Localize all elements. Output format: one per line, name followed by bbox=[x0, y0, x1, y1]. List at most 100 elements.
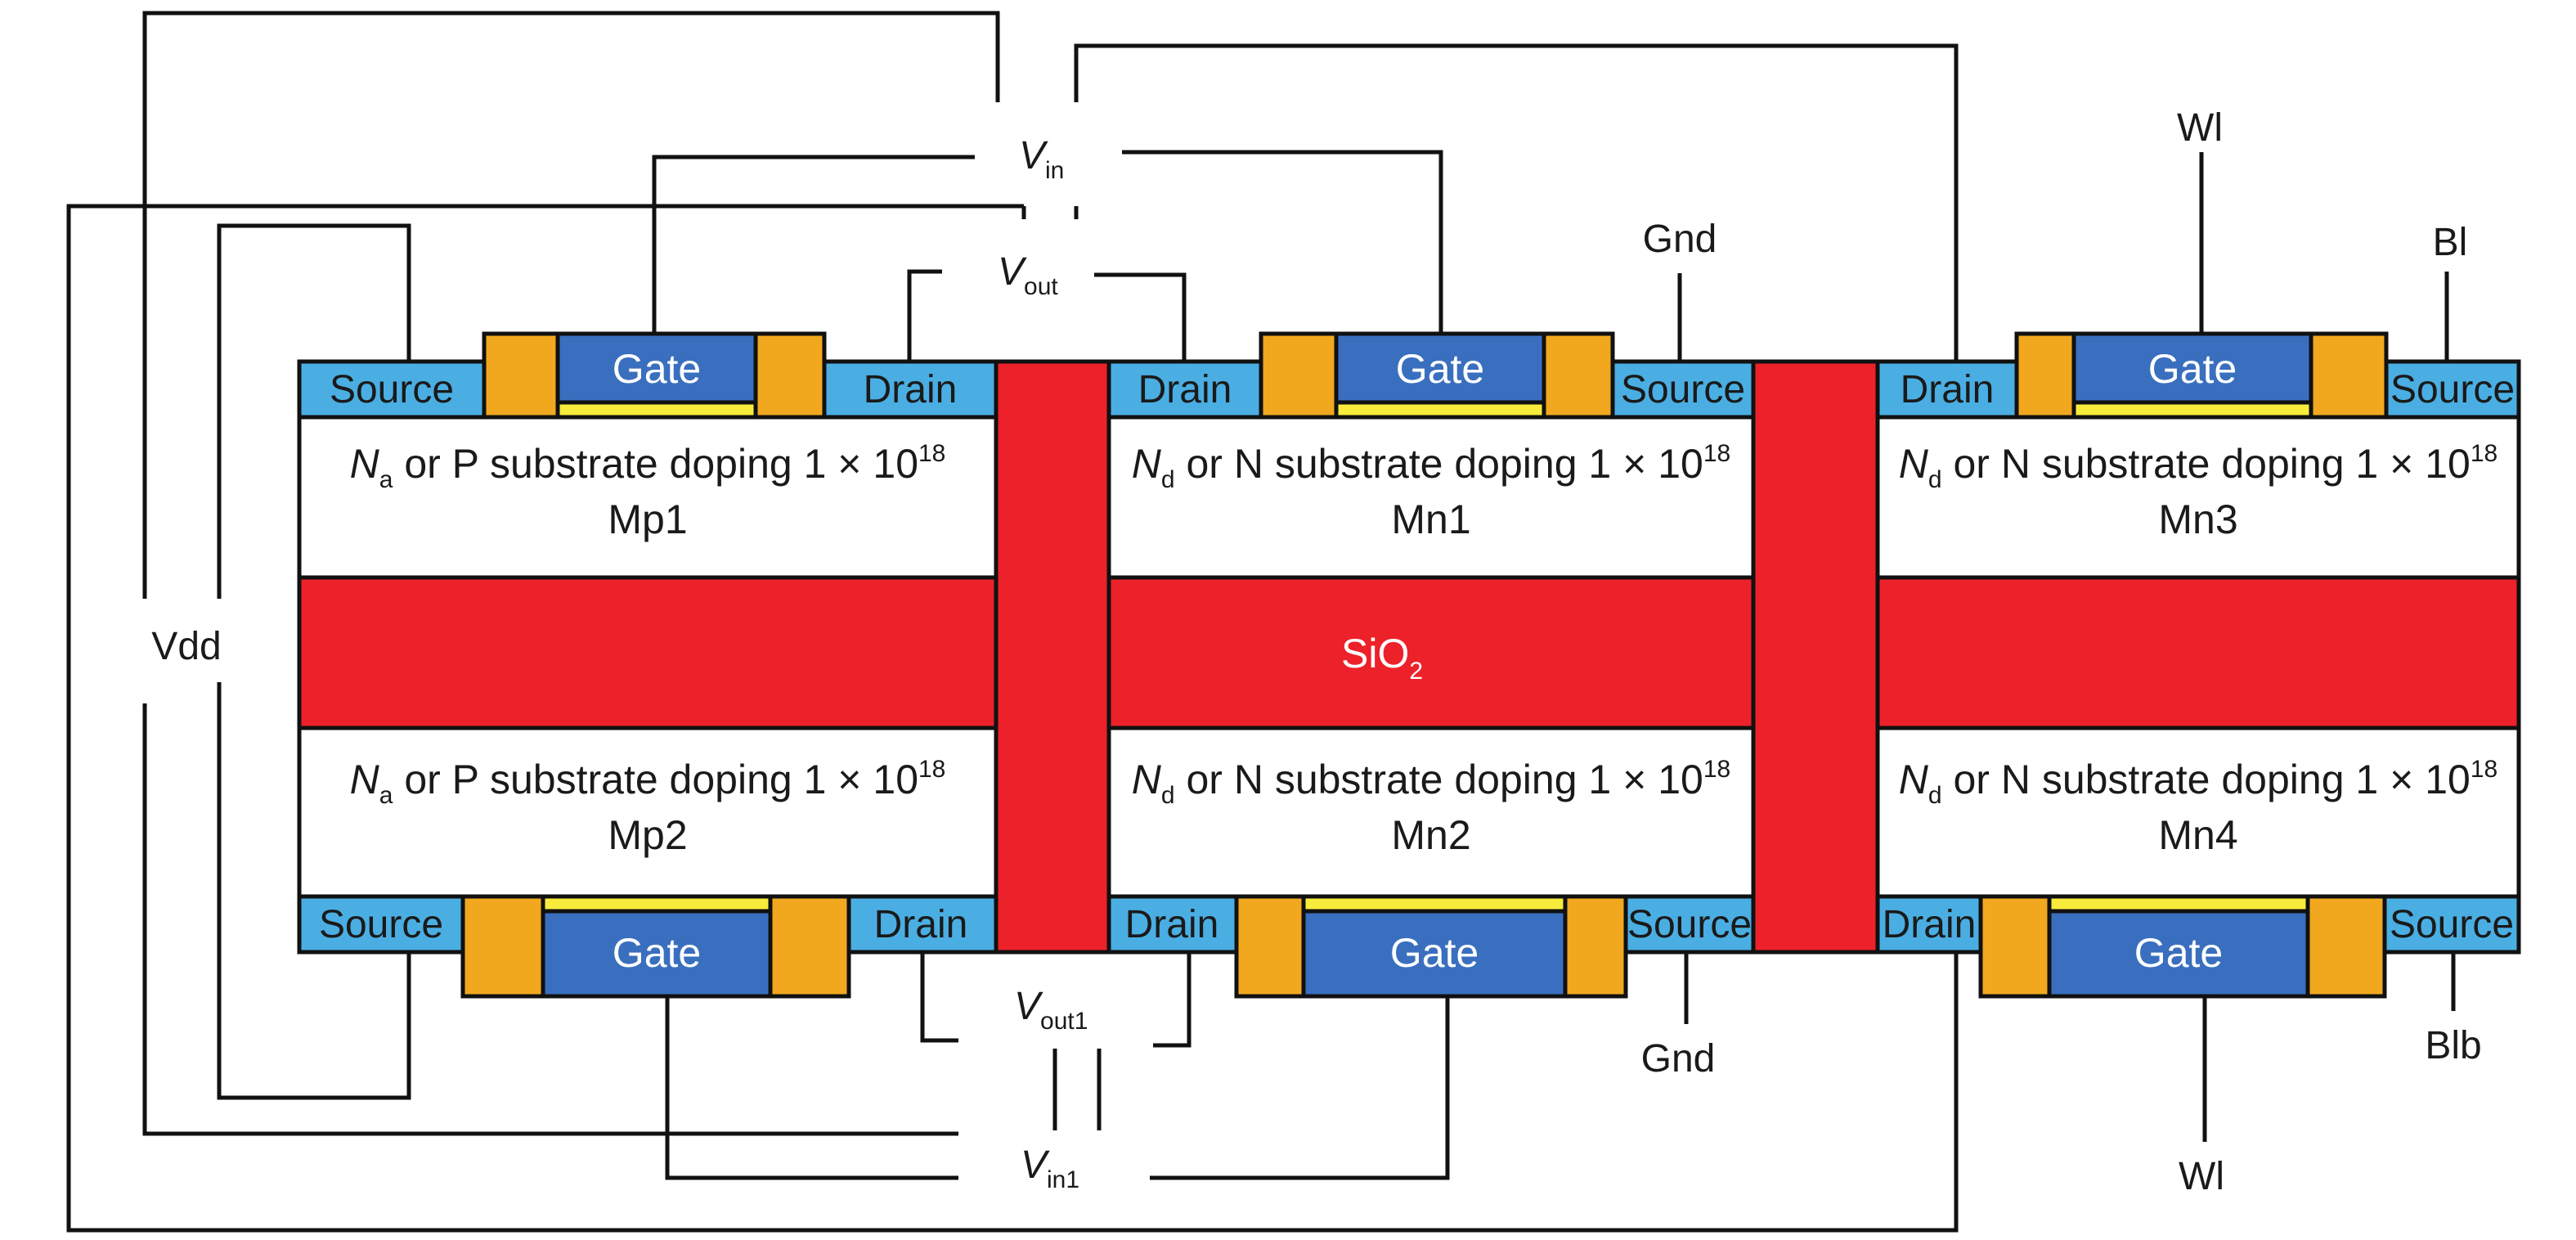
vin-mn1-gate-wire bbox=[1122, 150, 1443, 334]
vin1-mn2-gate-wire bbox=[1150, 996, 1450, 1180]
mp2-gate-oxide bbox=[541, 894, 773, 914]
vin-long-left-wire bbox=[66, 204, 1959, 1233]
mn2-source-label: Source bbox=[1627, 903, 1752, 946]
mn2-spacer-left bbox=[1234, 894, 1306, 999]
vout1-label: Vout1 bbox=[1014, 985, 1088, 1035]
sio2-oxide: SiO2 bbox=[297, 359, 2521, 955]
mp1-drain-terminal bbox=[822, 359, 999, 420]
mn1-gate-oxide bbox=[1334, 400, 1546, 420]
mp2-device: Source Gate Drain bbox=[297, 894, 999, 999]
region-texts: Na or P substrate doping 1 × 1018 Mp1 Nd… bbox=[350, 440, 2498, 858]
mp1-gate-oxide bbox=[555, 400, 758, 420]
mn1-doping-text: Nd or N substrate doping 1 × 1018 bbox=[1132, 440, 1730, 493]
mp2-spacer-right bbox=[768, 894, 851, 999]
mn2-spacer-right bbox=[1563, 894, 1628, 999]
mn1-device: Drain Gate Source bbox=[1106, 331, 1756, 420]
mp2-gate bbox=[541, 909, 773, 999]
mp2-doping-text: Na or P substrate doping 1 × 1018 bbox=[350, 756, 946, 809]
vout-mn1-drain-wire bbox=[1094, 272, 1187, 362]
substrate-region-mn4 bbox=[1875, 726, 2521, 899]
mp2-gate-vin1-wire bbox=[665, 996, 958, 1180]
oxide-seam-cover-right bbox=[1756, 576, 1875, 731]
mn3-name: Mn3 bbox=[2158, 496, 2237, 542]
mn2-name: Mn2 bbox=[1391, 812, 1470, 858]
mn3-source-terminal bbox=[2384, 359, 2521, 420]
vdd-label: Vdd bbox=[151, 625, 221, 668]
mn4-gate-oxide bbox=[2047, 894, 2310, 914]
vin-label: Vin bbox=[1019, 134, 1064, 184]
mn4-source-terminal bbox=[2382, 894, 2521, 955]
node-labels: Vdd Vin Vout Vout1 Vin1 Gnd Gnd Wl Wl Bl… bbox=[151, 106, 2481, 1198]
mn3-drain-label: Drain bbox=[1901, 368, 1995, 411]
mn3-spacer-left bbox=[2014, 331, 2076, 420]
mp2-spacer-left bbox=[460, 894, 545, 999]
vin-mn3-drain-wire bbox=[1074, 43, 1959, 362]
vout1-mn2-drain-wire bbox=[1153, 952, 1192, 1048]
mn4-spacer-right bbox=[2305, 894, 2387, 999]
mp2-source-label: Source bbox=[319, 903, 443, 946]
mp2-source-vdd-wire bbox=[217, 682, 411, 1100]
substrate-region-mp1 bbox=[297, 415, 999, 580]
mp2-drain-vout1-wire bbox=[920, 952, 958, 1043]
mn4-gate bbox=[2047, 909, 2310, 999]
mp1-drain-label: Drain bbox=[864, 368, 958, 411]
mn1-name: Mn1 bbox=[1391, 496, 1470, 542]
mn4-gate-label: Gate bbox=[2134, 930, 2223, 976]
mn4-spacer-left bbox=[1978, 894, 2052, 999]
vout-label: Vout bbox=[998, 250, 1058, 300]
substrate-regions bbox=[297, 415, 2521, 899]
mp2-gate-label: Gate bbox=[613, 930, 701, 976]
gnd-bottom-label: Gnd bbox=[1641, 1037, 1716, 1081]
vin1-label: Vin1 bbox=[1021, 1143, 1079, 1193]
mn1-source-label: Source bbox=[1621, 368, 1745, 411]
mp1-device: Source Gate Drain bbox=[297, 331, 999, 420]
mn2-gate bbox=[1301, 909, 1568, 999]
mn1-drain-terminal bbox=[1106, 359, 1263, 420]
mp2-drain-terminal bbox=[846, 894, 999, 955]
mp1-gate bbox=[555, 331, 758, 405]
mn2-gate-label: Gate bbox=[1390, 930, 1479, 976]
mn1-spacer-right bbox=[1542, 331, 1615, 420]
mn3-spacer-right bbox=[2309, 331, 2389, 420]
mn4-name: Mn4 bbox=[2158, 812, 2237, 858]
oxide-horizontal-band bbox=[297, 575, 2521, 730]
mp1-name: Mp1 bbox=[608, 496, 687, 542]
mp1-spacer-left bbox=[482, 331, 560, 420]
mn1-gate-label: Gate bbox=[1396, 346, 1484, 392]
mn4-source-label: Source bbox=[2390, 903, 2514, 946]
mn3-doping-text: Nd or N substrate doping 1 × 1018 bbox=[1899, 440, 2497, 493]
mn4-drain-label: Drain bbox=[1883, 903, 1977, 946]
wires bbox=[66, 11, 2456, 1233]
mn1-source-terminal bbox=[1610, 359, 1756, 420]
mn1-drain-label: Drain bbox=[1138, 368, 1232, 411]
substrate-region-mn1 bbox=[1106, 415, 1756, 580]
mn1-spacer-left bbox=[1259, 331, 1339, 420]
wl-bottom-label: Wl bbox=[2179, 1155, 2224, 1198]
blb-label: Blb bbox=[2425, 1024, 2481, 1067]
mp1-gate-label: Gate bbox=[613, 346, 701, 392]
mn2-drain-label: Drain bbox=[1125, 903, 1219, 946]
mn4-device: Drain Gate Source bbox=[1875, 894, 2521, 999]
mn2-gate-oxide bbox=[1301, 894, 1568, 914]
sio2-label: SiO2 bbox=[1341, 631, 1423, 685]
mn1-gate bbox=[1334, 331, 1546, 405]
gnd-top-label: Gnd bbox=[1643, 218, 1717, 261]
mp1-doping-text: Na or P substrate doping 1 × 1018 bbox=[350, 440, 946, 493]
mp2-source-terminal bbox=[297, 894, 465, 955]
mp1-source-label: Source bbox=[330, 368, 454, 411]
bl-label: Bl bbox=[2433, 221, 2468, 264]
mn3-source-label: Source bbox=[2390, 368, 2515, 411]
mn3-device: Drain Gate Source bbox=[1875, 331, 2521, 420]
vdd-top-wire bbox=[142, 11, 1000, 599]
wl-top-label: Wl bbox=[2177, 106, 2223, 150]
mp2-name: Mp2 bbox=[608, 812, 687, 858]
mn3-gate-label: Gate bbox=[2148, 346, 2237, 392]
oxide-seam-cover-left bbox=[999, 576, 1106, 731]
mp1-spacer-right bbox=[753, 331, 827, 420]
mn3-gate-oxide bbox=[2071, 400, 2313, 420]
mn2-source-terminal bbox=[1623, 894, 1756, 955]
mp1-source-vdd-wire bbox=[217, 223, 411, 599]
mn2-device: Drain Gate Source bbox=[1106, 894, 1756, 999]
vdd-bottom-wire bbox=[142, 703, 958, 1136]
